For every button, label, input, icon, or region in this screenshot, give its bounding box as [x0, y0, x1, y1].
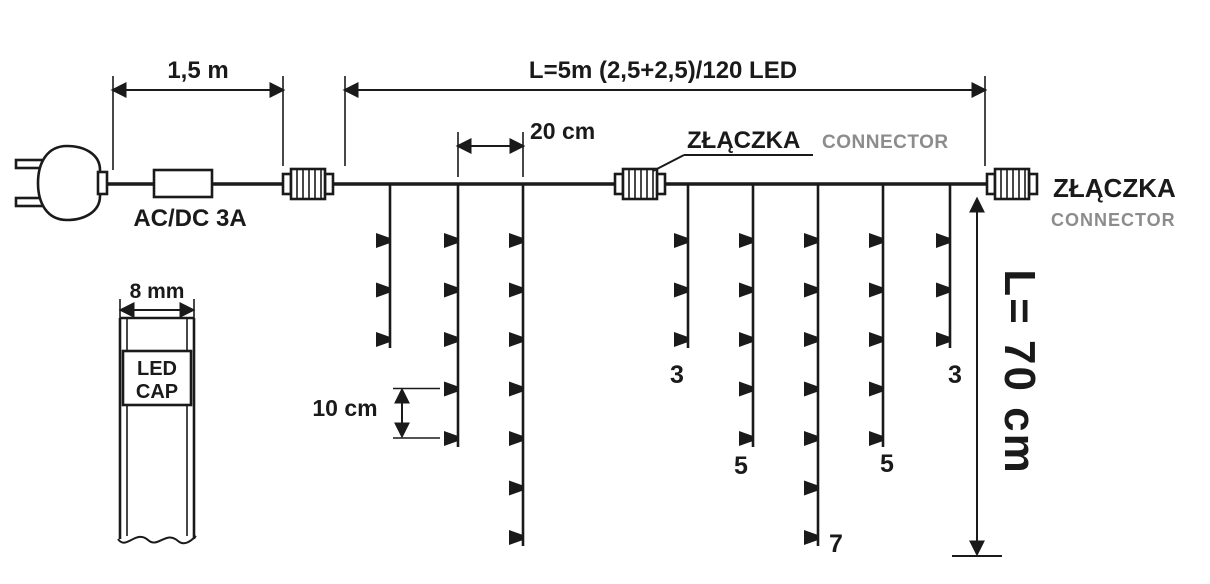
callout-leader-line	[652, 154, 685, 172]
dim-8mm-label: 8 mm	[130, 280, 185, 303]
led-cap-box	[121, 349, 193, 407]
plug-body	[36, 144, 102, 222]
led-icon	[804, 381, 818, 397]
led-icon	[739, 431, 753, 446]
plug-strain-relief	[96, 170, 109, 196]
led-icon	[509, 332, 523, 347]
led-cap-text-2: CAP	[136, 381, 178, 403]
led-icon	[936, 233, 950, 248]
dim-20cm-label: 20 cm	[530, 118, 595, 144]
led-icon	[444, 431, 458, 446]
led-icon	[804, 233, 818, 248]
dimension-drop-spacing: 20 cm	[455, 118, 595, 177]
dim-70cm-label: L= 70 cm	[995, 269, 1044, 475]
drop-count-label: 5	[880, 450, 894, 478]
adapter-label: AC/DC 3A	[133, 205, 246, 232]
connector-icon	[281, 167, 335, 201]
dimension-led-spacing: 10 cm	[312, 387, 440, 439]
led-icon	[739, 332, 753, 347]
led-icon	[739, 381, 753, 397]
led-icon	[509, 381, 523, 397]
led-icon	[804, 431, 818, 446]
end-connector-label: ZŁĄCZKA CONNECTOR	[1051, 173, 1176, 230]
drop-count-label: 3	[670, 361, 684, 389]
adapter-body	[152, 168, 214, 199]
led-icon	[739, 233, 753, 248]
led-icon	[376, 332, 390, 347]
led-icon	[804, 282, 818, 298]
led-icon	[444, 282, 458, 298]
dimension-plug-to-connector: 1,5 m	[110, 57, 286, 98]
connector-callout-pl: ZŁĄCZKA	[687, 127, 800, 154]
dimension-total-length: L=5m (2,5+2,5)/120 LED	[342, 57, 988, 98]
dim-1-5m-label: 1,5 m	[167, 57, 228, 84]
led-icon	[869, 381, 883, 397]
acdc-adapter: AC/DC 3A	[133, 168, 247, 232]
led-icon	[804, 530, 818, 545]
drop-count-label: 5	[734, 452, 748, 480]
connector-callout-en: CONNECTOR	[822, 132, 949, 153]
led-icon	[376, 233, 390, 248]
led-icon	[509, 530, 523, 545]
led-icon	[869, 431, 883, 446]
led-icon	[869, 282, 883, 298]
led-icon	[869, 332, 883, 347]
led-icon	[674, 282, 688, 298]
led-icon	[444, 332, 458, 347]
led-icon	[804, 332, 818, 347]
led-icon	[936, 332, 950, 347]
led-icon	[936, 282, 950, 298]
dimension-drop-length: L= 70 cm	[952, 196, 1044, 557]
cap-torn-edge	[117, 535, 197, 545]
connector-icon	[613, 167, 667, 201]
led-icon	[674, 233, 688, 248]
connector-icon	[985, 167, 1039, 201]
led-icon	[376, 282, 390, 298]
dim-10cm-label: 10 cm	[312, 395, 377, 421]
drop-count-label: 7	[829, 530, 843, 558]
led-drops	[376, 184, 952, 546]
led-icon	[509, 282, 523, 298]
power-plug	[14, 144, 109, 222]
led-icon	[509, 431, 523, 446]
dim-total-length-label: L=5m (2,5+2,5)/120 LED	[529, 57, 797, 84]
end-connector-en: CONNECTOR	[1051, 210, 1176, 230]
led-icon	[739, 282, 753, 298]
led-cap-text-1: LED	[137, 358, 177, 380]
led-icon	[869, 233, 883, 248]
led-icon	[444, 233, 458, 248]
led-icon	[509, 480, 523, 496]
end-connector-pl: ZŁĄCZKA	[1053, 173, 1176, 203]
led-icon	[804, 480, 818, 496]
led-icon	[444, 381, 458, 397]
led-icon	[674, 332, 688, 347]
led-icon	[509, 233, 523, 248]
drop-count-labels: 3 5 7 5 3	[670, 361, 962, 558]
connector-callout: ZŁĄCZKA CONNECTOR	[652, 127, 949, 172]
drop-count-label: 3	[948, 361, 962, 389]
led-cap-inset: 8 mm LED CAP	[117, 280, 197, 545]
